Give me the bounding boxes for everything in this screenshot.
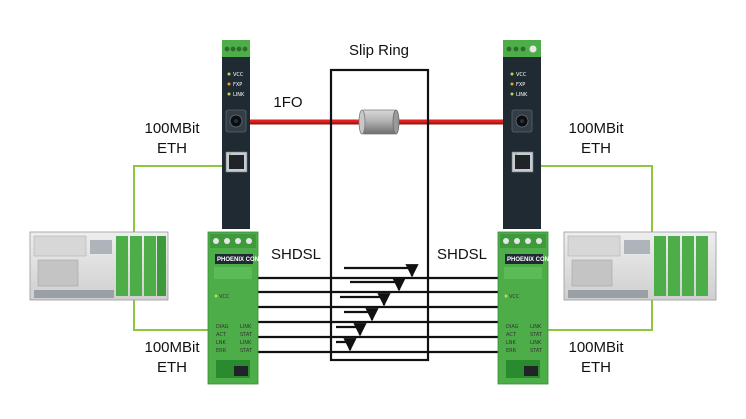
svg-text:ACT: ACT [216,332,227,338]
led-label-link: LINK [516,92,528,98]
led-indicators: VCC FXP LINK [227,72,245,98]
fiber-port[interactable] [511,109,533,133]
led-label-fxp: FXP [516,82,525,88]
svg-text:DIAG: DIAG [216,324,229,330]
led-label-fxp: FXP [233,82,242,88]
shdsl-label-left: SHDSL [270,246,322,263]
ethernet-links [133,165,653,331]
svg-text:STAT: STAT [530,348,543,354]
svg-text:LNK: LNK [506,340,517,346]
svg-text:LNK: LNK [216,340,227,346]
eth-link-bottom-left [133,300,210,331]
vcc-label: VCC [509,294,520,300]
svg-text:LINK: LINK [240,324,252,330]
terminal-screws [224,46,248,52]
brand-logo: PHOENIX CONTACT [505,254,565,264]
svg-text:ACT: ACT [506,332,517,338]
slip-ring-cylinder [358,109,400,135]
svg-text:DIAG: DIAG [506,324,519,330]
svg-text:LINK: LINK [530,340,542,346]
svg-text:PHOENIX CONTACT: PHOENIX CONTACT [217,257,275,263]
shdsl-wires [258,264,498,354]
svg-text:STAT: STAT [240,332,253,338]
svg-text:STAT: STAT [240,348,253,354]
eth-link-top-left [133,165,222,232]
fiber-port[interactable] [225,109,247,133]
slip-ring-frame [329,68,430,362]
led-label-vcc: VCC [516,72,527,78]
vcc-label: VCC [219,294,230,300]
fiber-converter-right: VCC FXP LINK [503,40,541,229]
brush-contact-5 [336,323,367,337]
eth-link-top-right [541,165,653,232]
svg-text:ERR: ERR [216,348,227,354]
slip-ring-label: Slip Ring [348,42,410,59]
status-leds: DIAG ACT LNK ERR LINK STAT LINK STAT [506,324,543,354]
brush-contact-3 [340,293,391,307]
terminal-screws-top [210,234,256,248]
shdsl-extender-left: PHOENIX CONTACT VCC DIAG ACT LNK ERR LIN… [207,231,275,385]
brush-contact-6 [336,338,357,352]
rj45-port[interactable] [225,151,248,173]
svg-text:ERR: ERR [506,348,517,354]
terminal-block-bottom [506,360,540,378]
eth-link-bottom-right [548,300,653,331]
brush-contact-2 [350,278,406,292]
shdsl-label-right: SHDSL [436,246,488,263]
fiber-label: 1FO [273,94,303,111]
led-indicators: VCC FXP LINK [510,72,528,98]
brush-contact-4 [344,308,379,322]
brand-logo: PHOENIX CONTACT [215,254,275,264]
svg-text:PHOENIX CONTACT: PHOENIX CONTACT [507,257,565,263]
led-label-link: LINK [233,92,245,98]
led-label-vcc: VCC [233,72,244,78]
terminal-screws [506,45,537,53]
svg-text:LINK: LINK [530,324,542,330]
svg-text:LINK: LINK [240,340,252,346]
shdsl-extender-right: PHOENIX CONTACT VCC DIAG ACT LNK ERR LIN… [497,231,565,385]
status-leds: DIAG ACT LNK ERR LINK STAT LINK STAT [216,324,253,354]
plc-controller-left [29,231,169,301]
plc-controller-right [563,231,717,301]
fiber-converter-left: VCC FXP LINK [222,40,250,229]
terminal-block-bottom [216,360,250,378]
rj45-port[interactable] [511,151,534,173]
terminal-screws-top [500,234,546,248]
brush-contact-1 [344,264,419,278]
svg-text:STAT: STAT [530,332,543,338]
